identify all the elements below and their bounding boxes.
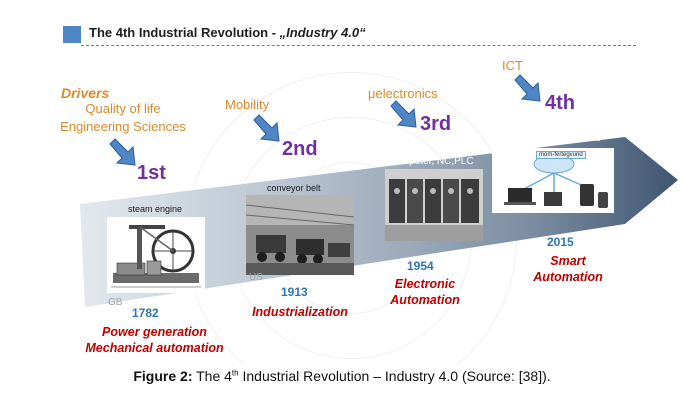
era-electronic-automation: Automation (390, 293, 460, 307)
figure-caption: Figure 2: The 4th Industrial Revolution … (0, 368, 684, 384)
header-underline (81, 45, 636, 46)
conveyor-belt-image (246, 195, 354, 275)
conveyor-belt-caption: conveyor belt (267, 183, 321, 193)
year-1913: 1913 (281, 285, 308, 299)
caption-text-before: The 4 (192, 368, 232, 384)
steam-engine-image (107, 217, 205, 293)
computer-image (385, 169, 483, 241)
drivers-engineering-sciences: Engineering Sciences (60, 119, 186, 134)
slide: The 4th Industrial Revolution - „Industr… (15, 2, 678, 364)
computer-caption: Computer, NC,PLC (388, 156, 474, 167)
caption-superscript: th (231, 368, 239, 378)
drivers-quality-of-life: Quality of life (85, 101, 161, 116)
era-smart-automation: Automation (533, 270, 603, 284)
header-title-text: The 4th Industrial Revolution - (89, 25, 280, 40)
revolution-3-ordinal: 3rd (420, 113, 452, 135)
year-1954: 1954 (407, 259, 434, 273)
header-title-italic: „Industry 4.0“ (279, 25, 366, 40)
cyber-physical-systems-caption: Cyber Physical Systems (493, 133, 601, 144)
revolution-4-ordinal: 4th (545, 92, 575, 114)
era-electronic: Electronic (394, 277, 456, 291)
drivers-title: Drivers (61, 85, 110, 101)
era-smart: Smart (550, 254, 586, 268)
caption-text-after: Industrial Revolution – Industry 4.0 (So… (238, 368, 551, 384)
down-right-arrow-icon (253, 114, 280, 142)
era-power-generation: Power generation (102, 325, 207, 339)
year-2015: 2015 (547, 235, 574, 249)
era-1-label: Power generation Mechanical automation (77, 324, 232, 356)
figure-label: Figure 2: (133, 368, 193, 384)
down-right-arrow-icon (109, 138, 136, 166)
era-2-label: Industrialization (240, 304, 360, 320)
label-microelectronics: μelectronics (368, 86, 438, 101)
revolution-1-ordinal: 1st (137, 162, 166, 184)
era-mechanical-automation: Mechanical automation (85, 341, 224, 355)
country-us: US (249, 272, 263, 283)
header-square (63, 26, 81, 43)
label-ict: ICT (502, 58, 523, 73)
era-industrialization: Industrialization (252, 305, 348, 319)
cyber-physical-systems-tag: mom-fertegvund (536, 151, 586, 159)
down-right-arrow-icon (514, 74, 541, 102)
steam-engine-caption: steam engine (128, 204, 183, 214)
era-4-label: Smart Automation (518, 253, 618, 285)
year-1782: 1782 (132, 306, 159, 320)
era-3-label: Electronic Automation (375, 276, 475, 308)
label-mobility: Mobility (225, 97, 270, 112)
header-title: The 4th Industrial Revolution - „Industr… (89, 25, 366, 40)
country-gb: GB (108, 297, 123, 308)
down-right-arrow-icon (390, 100, 417, 128)
revolution-2-ordinal: 2nd (282, 138, 318, 160)
